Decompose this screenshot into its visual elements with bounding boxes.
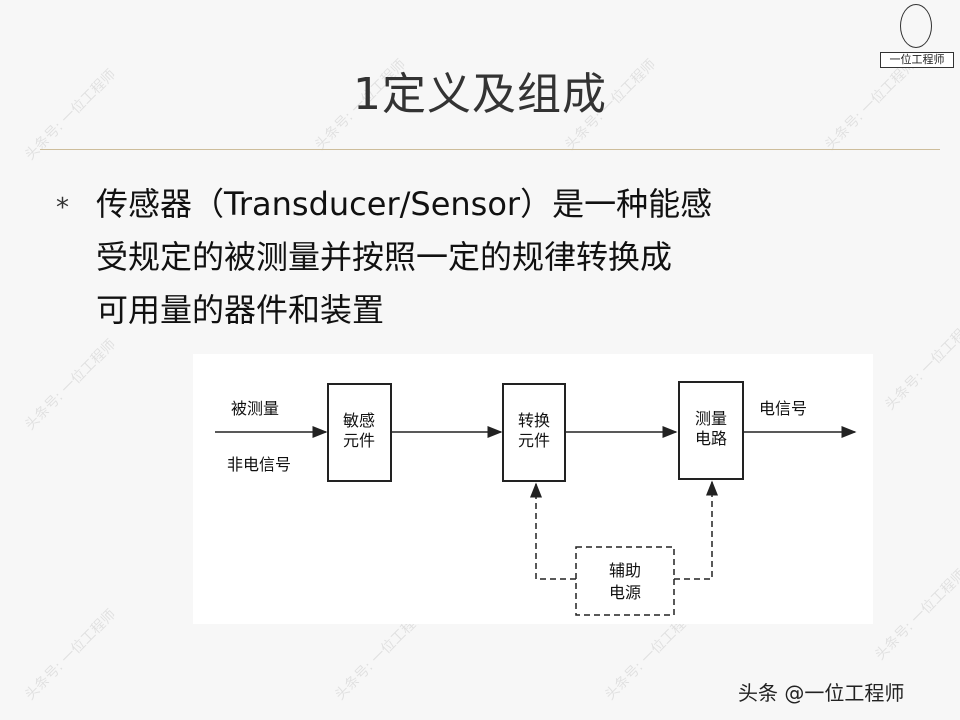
measuring-circuit-line: 测量 xyxy=(695,409,727,428)
aux-power-line: 电源 xyxy=(609,583,641,602)
input-label-measurand: 被测量 xyxy=(231,399,279,418)
aux-power-block xyxy=(575,546,675,616)
logo-text: 一位工程师 xyxy=(880,52,954,68)
sensing-element-block xyxy=(327,383,392,482)
measuring-circuit-line: 电路 xyxy=(695,429,727,448)
sensing-element-line: 元件 xyxy=(343,431,375,450)
watermark: 头条号: 一位工程师 xyxy=(22,336,120,434)
sensing-element-line: 敏感 xyxy=(343,411,375,430)
bullet-icon: * xyxy=(56,193,69,223)
logo-emblem-icon xyxy=(900,4,932,48)
aux-to-conversion-link xyxy=(530,482,576,580)
definition-line: 受规定的被测量并按照一定的规律转换成 xyxy=(96,238,673,276)
sensor-block-diagram: 被测量 非电信号 敏感 元件 转换 元件 测量 电路 电信号 辅助 电源 xyxy=(193,354,873,624)
definition-line: 传感器（Transducer/Sensor）是一种能感 xyxy=(96,185,713,223)
footer-attribution: 头条 @一位工程师 xyxy=(738,681,905,705)
measuring-circuit-block xyxy=(678,381,744,480)
aux-to-circuit-link xyxy=(674,480,718,580)
definition-line: 可用量的器件和装置 xyxy=(96,291,385,329)
slide-title: 1定义及组成 xyxy=(353,69,607,120)
logo: 一位工程师 xyxy=(878,2,956,70)
watermark: 头条号: 一位工程师 xyxy=(882,316,960,414)
conversion-element-block xyxy=(502,383,566,482)
conversion-element-line: 转换 xyxy=(518,411,550,430)
aux-power-line: 辅助 xyxy=(609,561,641,580)
conversion-element-line: 元件 xyxy=(518,431,550,450)
input-label-nonelectric: 非电信号 xyxy=(227,455,291,474)
title-divider xyxy=(40,149,940,150)
watermark: 头条号: 一位工程师 xyxy=(872,566,960,664)
watermark: 头条号: 一位工程师 xyxy=(22,606,120,704)
definition-text: 传感器（Transducer/Sensor）是一种能感 受规定的被测量并按照一定… xyxy=(96,178,886,337)
output-label: 电信号 xyxy=(759,399,807,418)
